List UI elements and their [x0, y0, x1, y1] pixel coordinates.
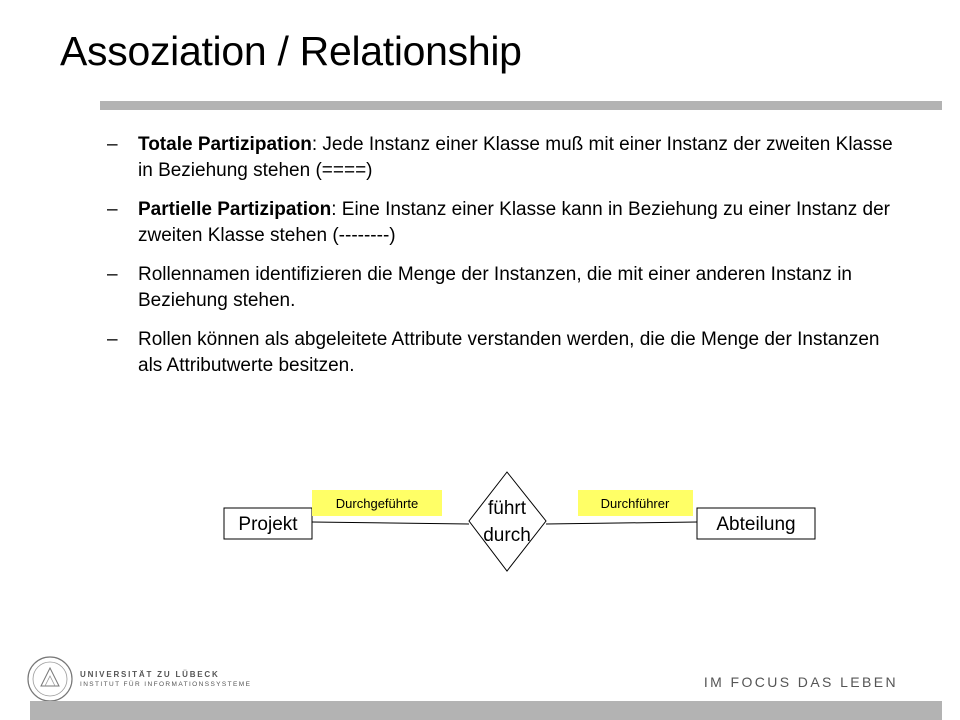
bullet-text: : Jede Instanz einer Klasse muß mit eine… — [138, 134, 893, 181]
university-name: UNIVERSITÄT ZU LÜBECK — [80, 670, 220, 679]
slide-title: Assoziation / Relationship — [60, 28, 522, 74]
title-divider — [100, 101, 942, 110]
entity-box-abteilung — [696, 507, 816, 540]
relationship-diamond — [468, 471, 547, 572]
entity-box-projekt — [223, 507, 313, 540]
entity-label-abteilung: Abteilung — [716, 514, 795, 535]
entity-label-projekt: Projekt — [238, 514, 298, 535]
footer-bar — [30, 701, 942, 720]
bullet-text: Rollen können als abgeleitete Attribute … — [138, 329, 880, 376]
bullet-text: Rollennamen identifizieren die Menge der… — [138, 264, 852, 311]
bullet-item: – Partielle Partizipation: Eine Instanz … — [107, 197, 897, 249]
bullet-text: : Eine Instanz einer Klasse kann in Bezi… — [138, 199, 890, 246]
institute-name: INSTITUT FÜR INFORMATIONSSYSTEME — [80, 681, 252, 688]
role-label-left: Durchgeführte — [336, 496, 418, 511]
bullet-item: – Rollennamen identifizieren die Menge d… — [107, 262, 897, 314]
bullet-dash: – — [107, 329, 118, 350]
bullet-term: Totale Partizipation — [138, 134, 312, 155]
relationship-label-line1: führt — [488, 498, 527, 519]
role-badge-left — [312, 490, 442, 516]
bullet-dash: – — [107, 264, 118, 285]
university-seal-icon — [27, 656, 73, 702]
slogan: IM FOCUS DAS LEBEN — [703, 674, 898, 690]
bullet-list: – Totale Partizipation: Jede Instanz ein… — [107, 132, 897, 392]
bullet-item: – Rollen können als abgeleitete Attribut… — [107, 327, 897, 379]
bullet-term: Partielle Partizipation — [138, 199, 332, 220]
role-badge-right — [578, 490, 693, 516]
connector-left — [311, 521, 470, 525]
bullet-dash: – — [107, 199, 118, 220]
bullet-dash: – — [107, 134, 118, 155]
bullet-item: – Totale Partizipation: Jede Instanz ein… — [107, 132, 897, 184]
relationship-label-line2: durch — [483, 525, 531, 546]
role-label-right: Durchführer — [601, 496, 670, 511]
connector-right — [545, 521, 698, 525]
